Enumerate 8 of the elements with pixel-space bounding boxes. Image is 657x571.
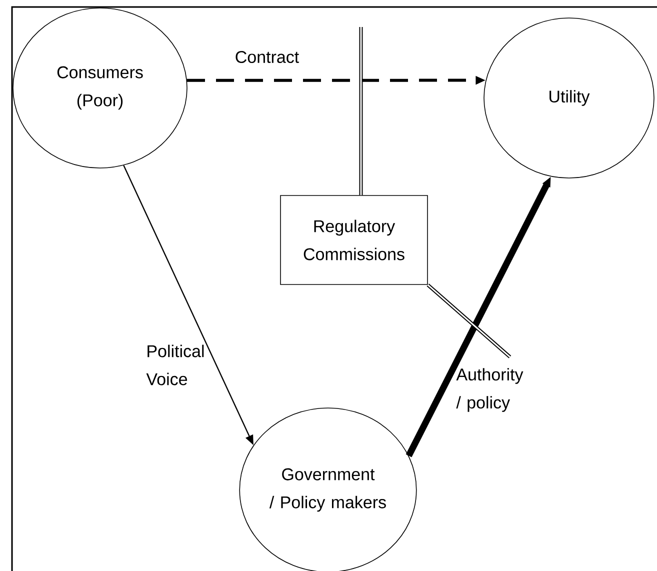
barrier-line <box>359 27 363 196</box>
edge-label: Contract <box>236 50 299 64</box>
process-box: Regulatory Commissions <box>280 195 428 285</box>
barrier-line <box>426 284 512 358</box>
edge-label: Political Voice <box>146 344 204 386</box>
ellipse-node: Utility <box>484 18 654 178</box>
edge-label: Authority / policy <box>456 368 524 412</box>
ellipse-node: Consumers (Poor) <box>12 8 188 168</box>
